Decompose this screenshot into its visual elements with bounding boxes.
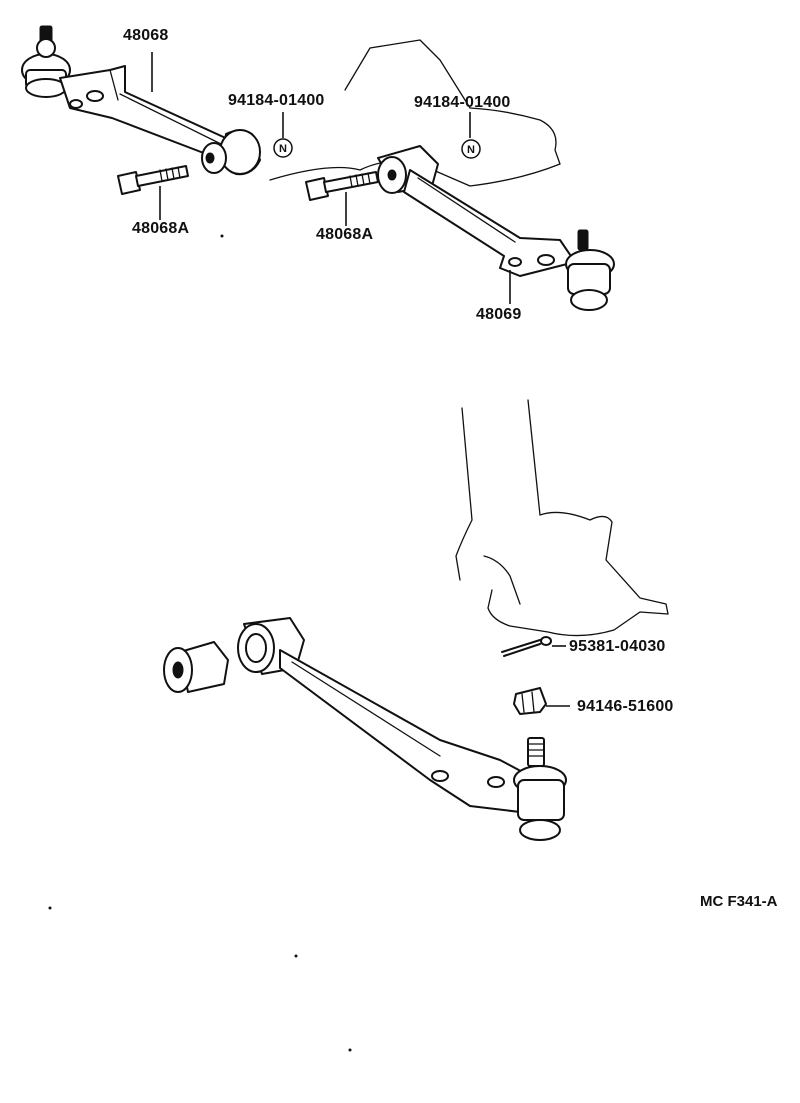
label-48069: 48069 bbox=[476, 306, 522, 323]
lower-arm-48069-drawing bbox=[377, 145, 615, 311]
castle-nut-drawing bbox=[513, 687, 547, 715]
label-94146-51600: 94146-51600 bbox=[577, 698, 674, 715]
label-94184-01400-right: 94184-01400 bbox=[414, 94, 511, 111]
bolt-48068A-right-drawing bbox=[305, 171, 379, 201]
svg-text:N: N bbox=[279, 143, 287, 155]
label-48068A-right: 48068A bbox=[316, 226, 374, 243]
figure-code: MC F341-A bbox=[700, 893, 778, 910]
steering-knuckle-sketch bbox=[455, 399, 669, 637]
body-outline-sketch bbox=[269, 39, 561, 187]
bushing-separate-drawing bbox=[163, 641, 229, 693]
bolt-48068A-left-drawing bbox=[117, 165, 189, 195]
new-part-mark-right: N bbox=[461, 139, 481, 159]
label-48068A-left: 48068A bbox=[132, 220, 190, 237]
cotter-pin-drawing bbox=[501, 636, 552, 657]
lower-arm-48068-drawing bbox=[21, 25, 261, 176]
svg-text:N: N bbox=[467, 144, 475, 156]
label-48068: 48068 bbox=[123, 27, 169, 44]
label-95381-04030: 95381-04030 bbox=[569, 638, 666, 655]
lower-arm-bottom-drawing bbox=[237, 617, 567, 841]
new-part-mark-left: N bbox=[273, 138, 293, 158]
label-94184-01400-left: 94184-01400 bbox=[228, 92, 325, 109]
